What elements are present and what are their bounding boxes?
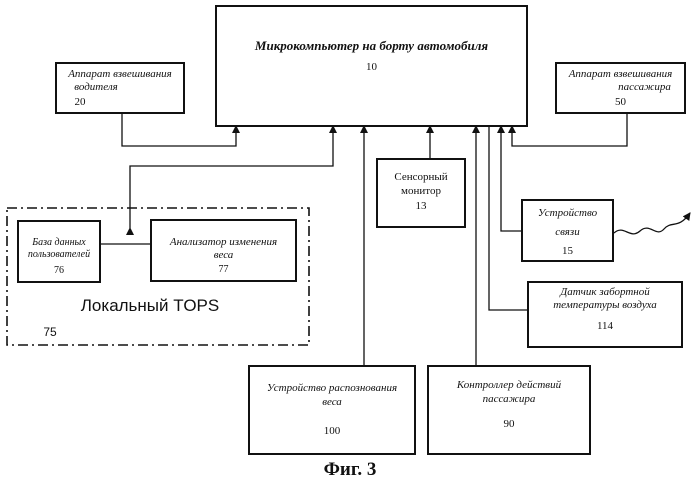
passenger-controller-box: Контроллер действий пассажира 90 [427,365,591,455]
passenger-scale-title-2: пассажира [581,81,700,94]
passenger-controller-number: 90 [429,418,589,431]
microcomputer-title: Микрокомпьютер на борту автомобиля [217,39,526,54]
driver-scale-title-1: Аппарат взвешивания [57,68,183,81]
passenger-scale-title-1: Аппарат взвешивания [557,68,684,81]
user-db-box: База данных пользователей 76 [17,220,101,283]
figure-caption: Фиг. 3 [300,459,400,481]
temp-sensor-title-1: Датчик забортной [529,286,681,299]
weight-recognition-number: 100 [250,425,414,438]
weight-analyzer-number: 77 [152,264,295,276]
comm-device-box: Устройство связи 15 [521,199,614,262]
line-passenger-scale [512,113,627,146]
weight-recognition-box: Устройство распознования веса 100 [248,365,416,455]
weight-recognition-title-1: Устройство распознования [250,382,414,395]
temp-sensor-number: 114 [529,320,681,333]
temp-sensor-title-2: температуры воздуха [529,299,681,312]
line-local-tops [130,126,333,228]
passenger-controller-title-2: пассажира [429,393,589,406]
driver-scale-title-2: водителя [33,81,159,94]
user-db-title-2: пользователей [19,249,99,261]
local-tops-label: Локальный TOPS [40,296,260,316]
temp-sensor-box: Датчик забортной температуры воздуха 114 [527,281,683,348]
weight-recognition-title-2: веса [250,396,414,409]
passenger-scale-box: Аппарат взвешивания пассажира 50 [555,62,686,114]
driver-scale-number: 20 [17,96,143,109]
comm-device-title-2: связи [523,226,612,239]
microcomputer-box: Микрокомпьютер на борту автомобиля 10 [215,5,528,127]
local-tops-number: 75 [32,326,68,340]
weight-analyzer-title-1: Анализатор изменения [152,236,295,249]
microcomputer-number: 10 [217,61,526,74]
user-db-title-1: База данных [19,237,99,249]
touch-monitor-title-1: Сенсорный [378,171,464,184]
passenger-scale-number: 50 [557,96,684,109]
antenna-squiggle [614,213,690,234]
touch-monitor-box: Сенсорный монитор 13 [376,158,466,228]
comm-device-title-1: Устройство [523,207,612,220]
touch-monitor-number: 13 [378,200,464,213]
passenger-controller-title-1: Контроллер действий [429,379,589,392]
weight-analyzer-title-2: веса [152,249,295,262]
user-db-number: 76 [19,265,99,277]
driver-scale-box: Аппарат взвешивания водителя 20 [55,62,185,114]
touch-monitor-title-2: монитор [378,185,464,198]
comm-device-number: 15 [523,245,612,258]
weight-analyzer-box: Анализатор изменения веса 77 [150,219,297,282]
